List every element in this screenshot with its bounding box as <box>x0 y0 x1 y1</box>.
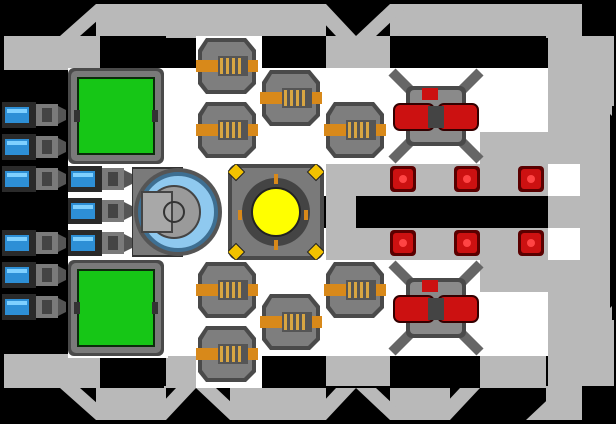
thruster-icon[interactable] <box>2 292 66 322</box>
green-panel-icon[interactable] <box>68 260 164 356</box>
thruster-icon[interactable] <box>2 164 66 194</box>
gun-turret-icon[interactable] <box>196 260 260 320</box>
green-panel-icon[interactable] <box>68 68 164 164</box>
gun-turret-icon[interactable] <box>324 100 388 160</box>
cockpit-icon[interactable] <box>132 164 226 260</box>
gun-turret-icon[interactable] <box>196 100 260 160</box>
gun-turret-icon[interactable] <box>260 292 324 352</box>
thruster-icon[interactable] <box>2 260 66 290</box>
reactor-core-icon[interactable] <box>228 164 324 260</box>
thruster-icon[interactable] <box>2 132 66 162</box>
gun-turret-icon[interactable] <box>196 36 260 96</box>
missile-launcher-icon[interactable] <box>388 68 484 164</box>
red-node-icon[interactable] <box>516 228 546 258</box>
gun-turret-icon[interactable] <box>260 68 324 128</box>
red-node-icon[interactable] <box>452 164 482 194</box>
red-node-icon[interactable] <box>388 228 418 258</box>
thruster-icon[interactable] <box>68 164 132 194</box>
gun-turret-icon[interactable] <box>324 260 388 320</box>
red-node-icon[interactable] <box>516 164 546 194</box>
thruster-icon[interactable] <box>2 228 66 258</box>
red-node-icon[interactable] <box>452 228 482 258</box>
missile-launcher-icon[interactable] <box>388 260 484 356</box>
thruster-icon[interactable] <box>2 100 66 130</box>
thruster-icon[interactable] <box>68 228 132 258</box>
thruster-icon[interactable] <box>68 196 132 226</box>
red-node-icon[interactable] <box>388 164 418 194</box>
gun-turret-icon[interactable] <box>196 324 260 384</box>
